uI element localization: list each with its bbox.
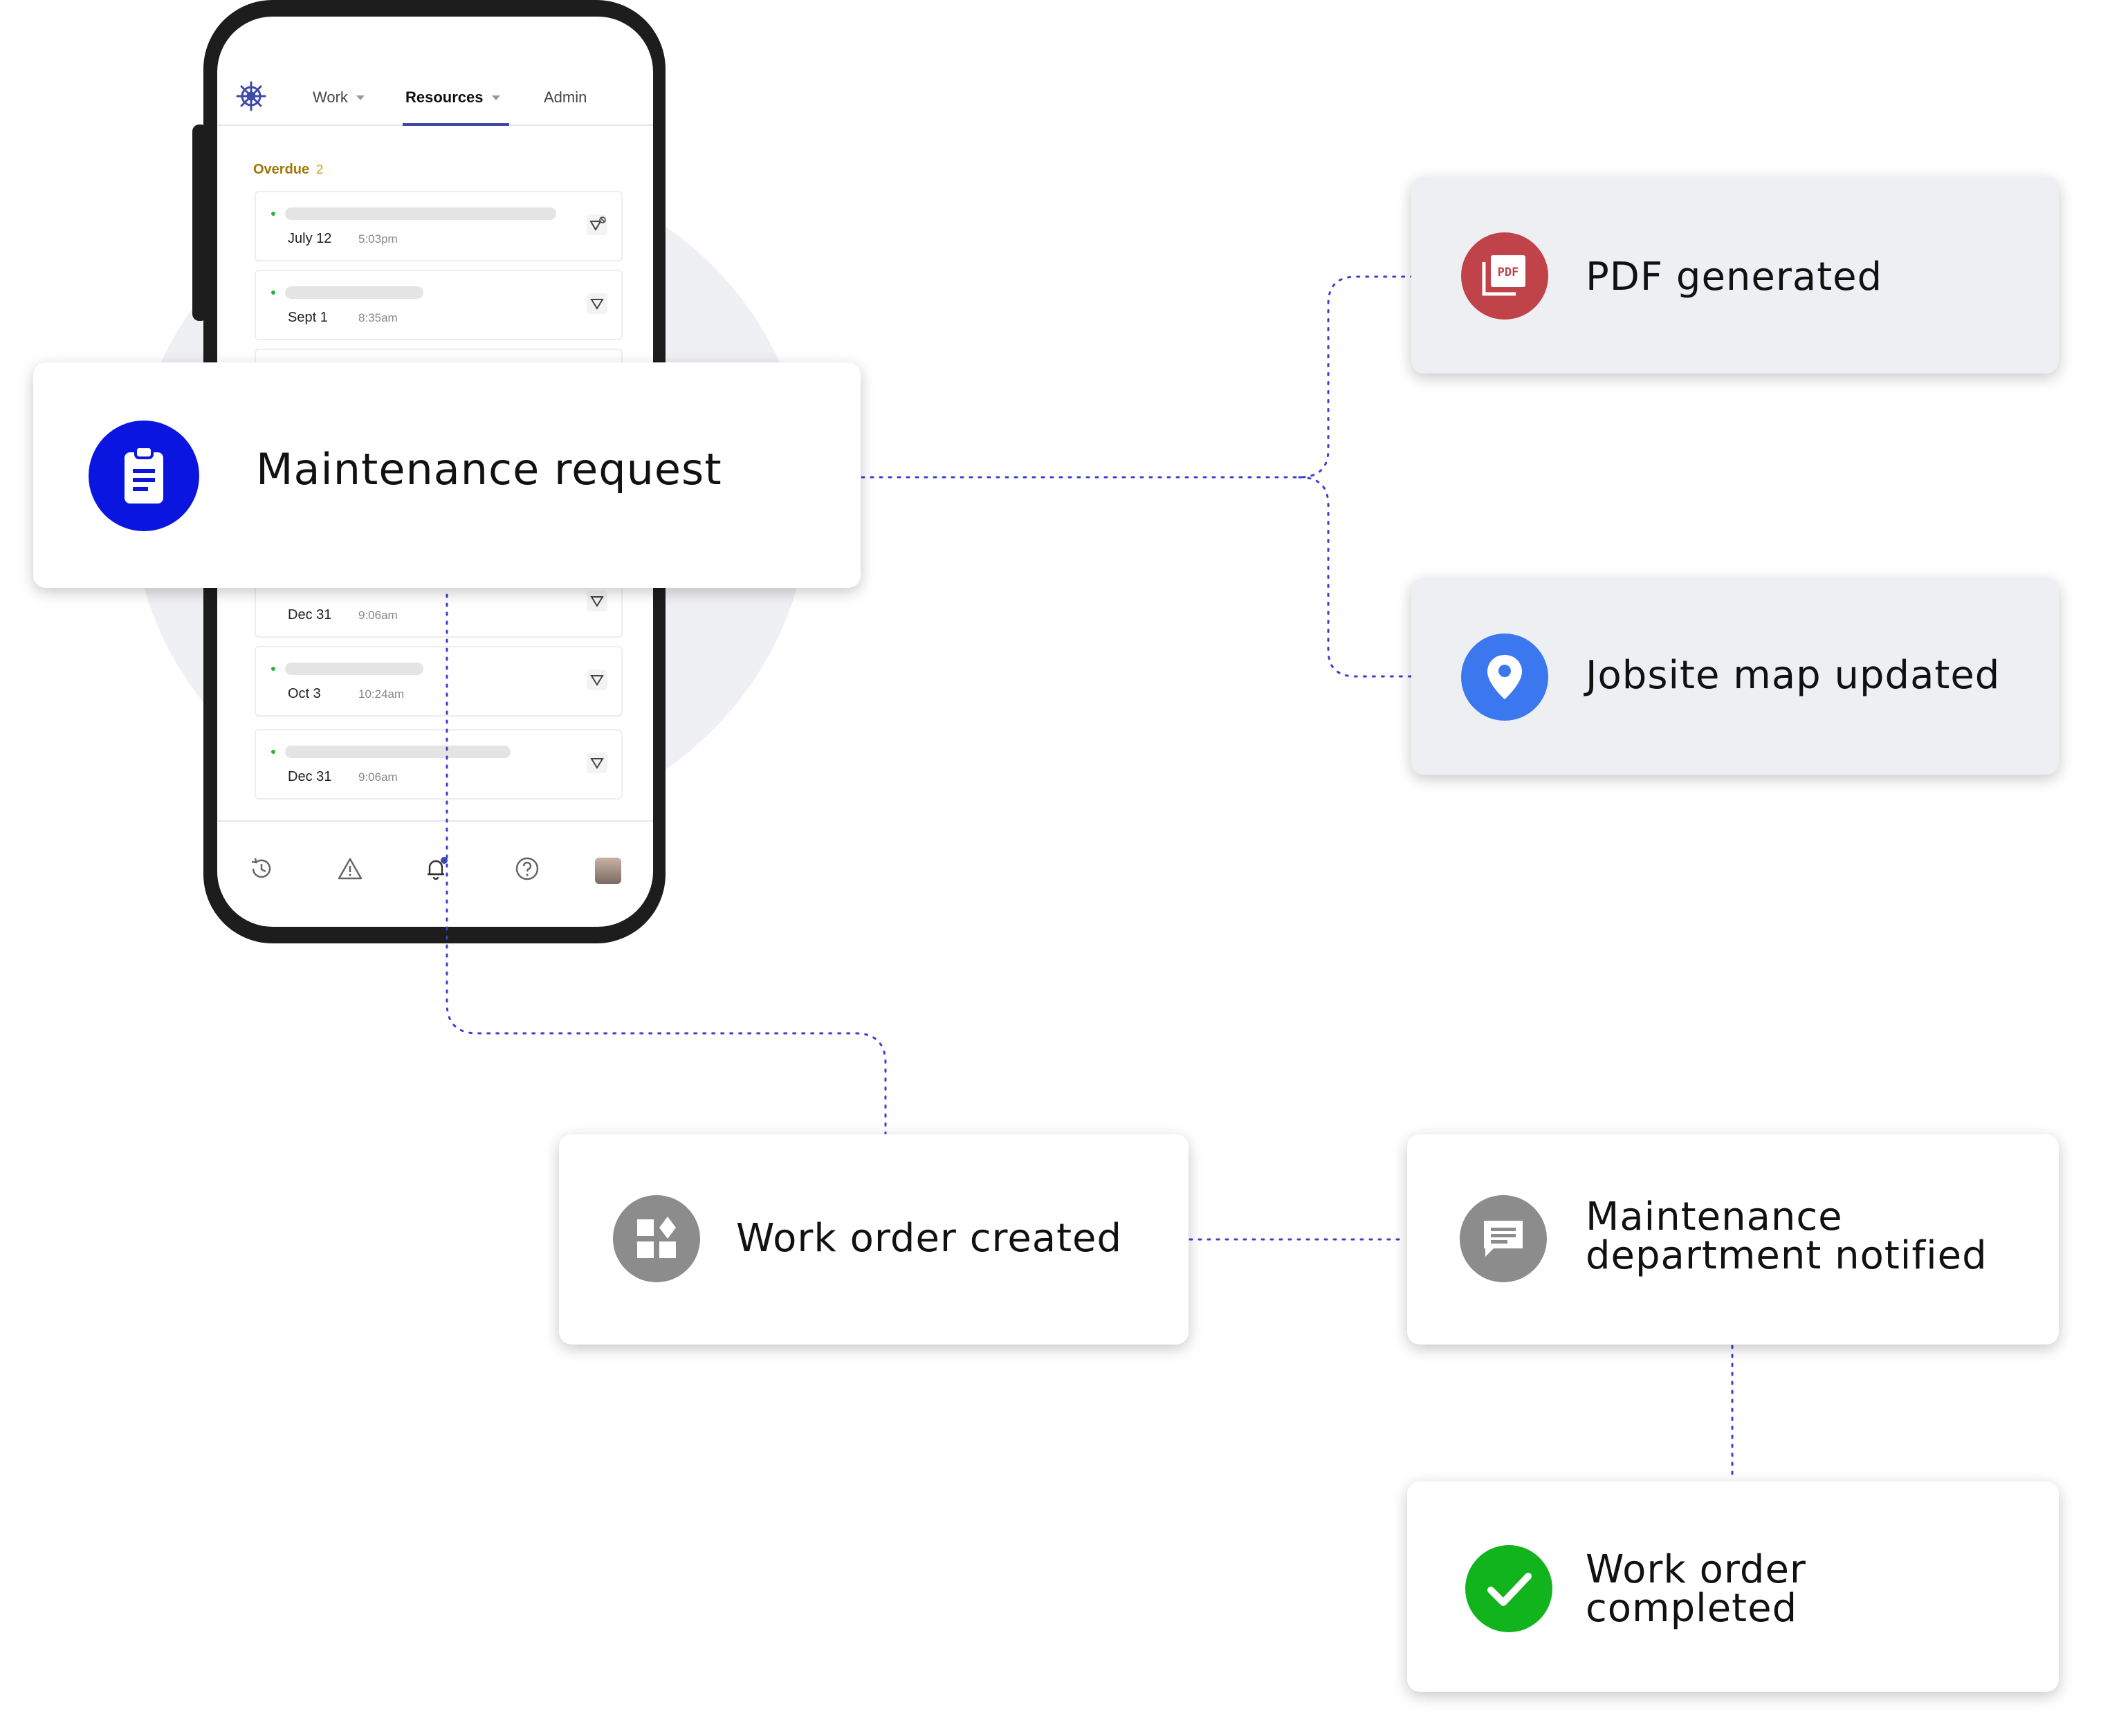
pdf-badge-text: PDF [1498,266,1519,279]
active-tab-indicator [403,123,509,126]
pdf-generated-card[interactable]: PDF PDF generated [1411,177,2059,373]
chat-bubble-icon [1460,1195,1547,1282]
bell-icon[interactable] [422,855,450,883]
priority-icon[interactable] [587,591,607,611]
list-item[interactable]: July 12 5:03pm [255,191,623,261]
connector-request-to-branch [861,275,1413,479]
overdue-count: 2 [316,163,324,176]
tab-resources[interactable]: Resources [405,89,500,107]
tab-work-label: Work [313,89,348,106]
item-date: July 12 [288,231,332,246]
work-order-created-card[interactable]: Work order created [559,1134,1189,1345]
status-dot [271,750,275,754]
avatar[interactable] [595,858,621,884]
maintenance-notified-line2: department notified [1586,1233,1988,1278]
item-time: 5:03pm [358,232,398,246]
map-pin-icon [1461,634,1548,721]
history-icon[interactable] [248,855,275,883]
maintenance-notified-card[interactable]: Maintenance department notified [1407,1134,2059,1345]
item-time: 10:24am [358,687,405,701]
tab-work[interactable]: Work [313,89,365,107]
maintenance-request-label: Maintenance request [256,444,722,495]
title-placeholder [285,663,423,675]
list-item[interactable]: Sept 1 8:35am [255,270,623,340]
work-order-created-label: Work order created [736,1216,1123,1261]
item-time: 9:06am [358,770,398,784]
pdf-document-icon: PDF [1461,232,1548,320]
title-placeholder [285,286,423,299]
title-placeholder [285,207,556,220]
item-time: 8:35am [358,311,398,324]
status-dot [271,290,275,295]
priority-icon[interactable] [587,214,607,235]
jobsite-map-updated-card[interactable]: Jobsite map updated [1411,578,2059,775]
help-icon[interactable] [513,855,541,883]
overdue-label: Overdue [253,162,310,177]
work-order-completed-line2: completed [1586,1586,1798,1631]
overdue-section-header: Overdue 2 [253,162,323,178]
chevron-down-icon [356,95,365,100]
chevron-down-icon [491,95,500,100]
widgets-icon [613,1195,700,1282]
warning-icon[interactable] [336,855,364,883]
item-date: Sept 1 [288,310,328,325]
tab-resources-label: Resources [405,89,484,106]
app-header: Work Resources Admin [217,17,653,126]
check-circle-icon [1465,1545,1552,1632]
bottom-nav [217,820,653,896]
list-item[interactable]: Dec 31 9:06am [255,729,623,800]
priority-icon[interactable] [587,293,607,314]
item-date: Oct 3 [288,686,321,701]
maintenance-notified-line1: Maintenance [1586,1194,1843,1239]
work-order-completed-card[interactable]: Work order completed [1407,1481,2059,1692]
item-time: 9:06am [358,609,398,622]
maintenance-notified-label: Maintenance department notified [1586,1198,1988,1275]
item-date: Dec 31 [288,607,332,622]
title-placeholder [285,746,511,758]
priority-icon[interactable] [587,670,607,690]
pdf-generated-label: PDF generated [1586,255,1883,299]
tab-admin[interactable]: Admin [544,89,587,107]
item-date: Dec 31 [288,769,332,784]
clipboard-icon [89,421,199,531]
jobsite-map-updated-label: Jobsite map updated [1586,653,2001,698]
list-item[interactable]: Oct 3 10:24am [255,646,623,717]
priority-icon[interactable] [587,752,607,773]
connector-branch-to-map [1298,476,1413,678]
work-order-completed-label: Work order completed [1586,1551,1806,1628]
maintenance-request-card[interactable]: Maintenance request [33,362,861,588]
work-order-completed-line1: Work order [1586,1547,1806,1592]
status-dot [271,667,275,671]
helm-logo-icon[interactable] [235,80,267,112]
tab-admin-label: Admin [544,89,587,106]
status-dot [271,212,275,216]
